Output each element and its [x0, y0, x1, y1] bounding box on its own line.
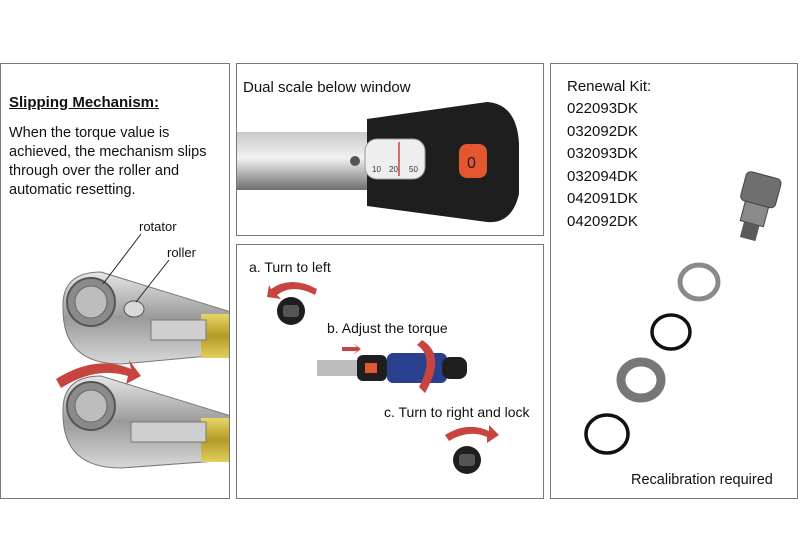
description-line: through over the roller and	[9, 163, 180, 179]
part-number: 022093DK	[567, 100, 638, 117]
renewal-kit-panel: Renewal Kit: 022093DK 032092DK 032093DK …	[550, 63, 798, 499]
rotate-right-arrow-icon	[445, 425, 499, 443]
push-arrow-icon	[342, 343, 361, 355]
adjustment-steps-panel: a. Turn to left b. Adjust the torque c. …	[236, 244, 544, 499]
description-line: automatic resetting.	[9, 182, 136, 198]
label-rotator: rotator	[139, 219, 177, 234]
part-number: 032094DK	[567, 167, 638, 185]
description-line: achieved, the mechanism slips	[9, 144, 207, 160]
part-number: 032093DK	[567, 145, 638, 162]
step-c-label: c. Turn to right and lock	[384, 404, 530, 420]
part-number: 042091DK	[567, 190, 638, 207]
slipping-mechanism-description: When the torque value is achieved, the m…	[9, 124, 206, 200]
ratchet-head-illustration-top	[56, 233, 229, 469]
part-number: 042092DK	[567, 212, 638, 230]
scale-number: 50	[409, 165, 418, 174]
rotate-left-arrow-icon	[267, 282, 317, 299]
knob-digit: 0	[467, 155, 476, 172]
wrench-handle-illustration: 10 20 50 0	[237, 102, 519, 223]
part-number: 032092DK	[567, 122, 638, 140]
renewal-kit-title: Renewal Kit:	[567, 78, 652, 95]
adjustment-steps-illustration	[267, 282, 499, 474]
scale-number: 20	[389, 165, 398, 174]
slipping-mechanism-heading: Slipping Mechanism:	[9, 94, 160, 111]
part-number-list: 022093DK 032092DK 032093DK 032094DK 0420…	[567, 98, 638, 233]
lock-knob-icon	[459, 144, 487, 178]
dual-scale-panel: Dual scale below window 10 20 50 0	[236, 63, 544, 236]
step-a-label: a. Turn to left	[249, 259, 331, 275]
scale-number: 10	[372, 165, 381, 174]
renewal-kit-parts-illustration	[584, 171, 782, 455]
slipping-mechanism-panel: Slipping Mechanism: When the torque valu…	[0, 63, 230, 499]
description-line: When the torque value is	[9, 125, 170, 141]
recalibration-note: Recalibration required	[631, 472, 773, 488]
rotate-grip-arrow-icon	[417, 340, 436, 393]
step-b-label: b. Adjust the torque	[327, 320, 448, 336]
label-roller: roller	[167, 245, 196, 260]
dual-scale-title: Dual scale below window	[243, 79, 411, 96]
